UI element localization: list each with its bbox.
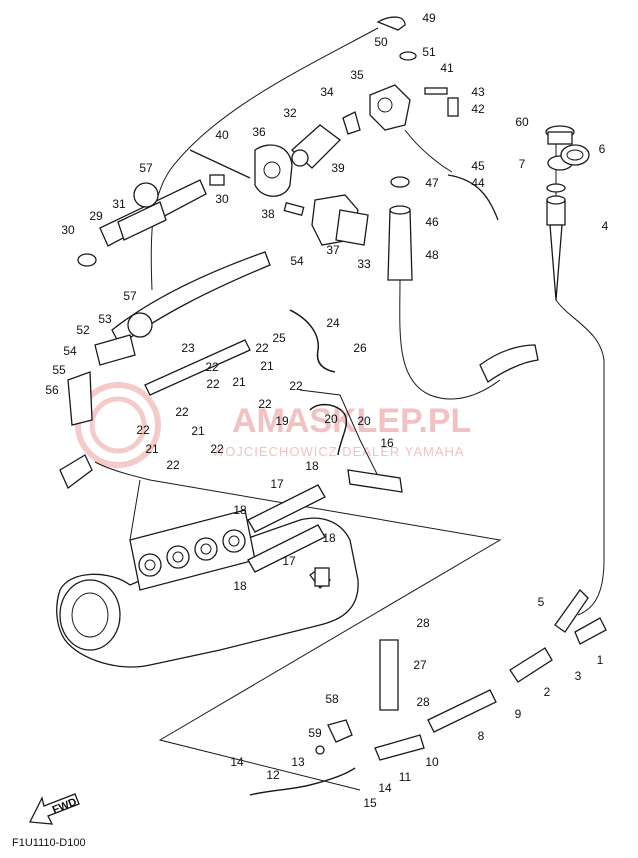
callout-40: 40: [215, 128, 229, 142]
callout-18: 18: [305, 459, 319, 473]
callout-22: 22: [255, 341, 269, 355]
callout-21: 21: [145, 442, 159, 456]
callout-18: 18: [322, 531, 336, 545]
callout-1: 1: [597, 653, 604, 667]
callout-21: 21: [260, 359, 274, 373]
callout-22: 22: [136, 423, 150, 437]
callout-48: 48: [425, 248, 439, 262]
callout-47: 47: [425, 176, 439, 190]
callout-27: 27: [413, 658, 427, 672]
callout-22: 22: [206, 377, 220, 391]
callout-30: 30: [61, 223, 75, 237]
callout-7: 7: [519, 157, 526, 171]
cooling-pipes: [144, 309, 607, 796]
callout-11: 11: [399, 770, 412, 784]
callout-22: 22: [289, 379, 303, 393]
callout-58: 58: [325, 692, 339, 706]
callout-49: 49: [422, 11, 436, 25]
callout-15: 15: [363, 796, 377, 810]
callout-57: 57: [139, 161, 153, 175]
callout-44: 44: [471, 176, 485, 190]
callout-21: 21: [232, 375, 246, 389]
callout-26: 26: [353, 341, 367, 355]
callout-60: 60: [515, 115, 529, 129]
callout-22: 22: [205, 360, 219, 374]
callout-39: 39: [331, 161, 345, 175]
callout-17: 17: [282, 554, 296, 568]
fwd-label: FWD: [51, 796, 79, 817]
callout-14: 14: [378, 781, 392, 795]
callout-57: 57: [123, 289, 137, 303]
callout-23: 23: [181, 341, 195, 355]
callout-8: 8: [478, 729, 485, 743]
callout-56: 56: [45, 383, 59, 397]
callout-18: 18: [233, 503, 247, 517]
watermark-sub: WOJCIECHOWICZ DEALER YAMAHA: [212, 444, 465, 459]
callout-45: 45: [471, 159, 485, 173]
callout-34: 34: [320, 85, 334, 99]
callout-46: 46: [425, 215, 439, 229]
diagram-code: F1U1110-D100: [12, 837, 86, 849]
callout-22: 22: [175, 405, 189, 419]
callout-19: 19: [275, 414, 289, 428]
callout-2: 2: [544, 685, 551, 699]
callout-13: 13: [291, 755, 305, 769]
callout-10: 10: [425, 755, 439, 769]
valve-assemblies: [189, 84, 411, 246]
callout-30: 30: [215, 192, 229, 206]
callout-52: 52: [76, 323, 90, 337]
exhaust-hoses-top-left: [59, 179, 271, 490]
callout-12: 12: [266, 768, 280, 782]
callout-22: 22: [166, 458, 180, 472]
callout-59: 59: [308, 726, 322, 740]
vertical-hose: [376, 16, 539, 383]
callout-43: 43: [471, 85, 485, 99]
callout-16: 16: [380, 436, 394, 450]
callout-50: 50: [374, 35, 388, 49]
callout-28: 28: [416, 616, 430, 630]
callout-38: 38: [261, 207, 275, 221]
callout-29: 29: [89, 209, 103, 223]
callout-37: 37: [326, 243, 340, 257]
callout-21: 21: [191, 424, 205, 438]
callout-22: 22: [210, 442, 224, 456]
callout-54: 54: [290, 254, 304, 268]
callout-17: 17: [270, 477, 284, 491]
callout-32: 32: [283, 106, 297, 120]
callout-3: 3: [575, 669, 582, 683]
fwd-arrow-icon: FWD: [28, 793, 80, 825]
callout-28: 28: [416, 695, 430, 709]
callout-36: 36: [252, 125, 266, 139]
callout-4: 4: [602, 219, 609, 233]
callout-54: 54: [63, 344, 77, 358]
guide-lines: [94, 27, 605, 791]
callout-14: 14: [230, 755, 244, 769]
callout-42: 42: [471, 102, 485, 116]
callout-41: 41: [440, 61, 454, 75]
callout-20: 20: [324, 412, 338, 426]
callout-33: 33: [357, 257, 371, 271]
callout-18: 18: [233, 579, 247, 593]
callout-51: 51: [422, 45, 436, 59]
callout-9: 9: [515, 707, 522, 721]
callout-25: 25: [272, 331, 286, 345]
callout-55: 55: [52, 363, 66, 377]
callout-53: 53: [98, 312, 112, 326]
callout-6: 6: [599, 142, 606, 156]
callout-24: 24: [326, 316, 340, 330]
callout-31: 31: [112, 197, 126, 211]
callout-35: 35: [350, 68, 364, 82]
fill-neck-assembly: [545, 125, 590, 301]
callout-20: 20: [357, 414, 371, 428]
callout-22: 22: [258, 397, 272, 411]
callout-5: 5: [538, 595, 545, 609]
